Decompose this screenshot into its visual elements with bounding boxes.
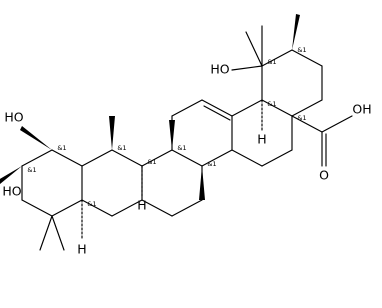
ring-a-left-bonds xyxy=(21,149,83,217)
atom-label-h-c5: H xyxy=(77,242,86,257)
stereo-label-c14: &1 xyxy=(207,160,216,168)
stereo-label-c20: &1 xyxy=(297,46,306,54)
atom-label-oh-c19: HO xyxy=(210,62,229,77)
stereo-label-c10: &1 xyxy=(117,144,126,152)
stereo-label-c17: &1 xyxy=(297,114,306,122)
atom-label-oh-c2: HO xyxy=(4,110,23,125)
carboxylic-acid-bonds xyxy=(291,115,353,167)
stereo-label-c2: &1 xyxy=(57,144,66,152)
atom-label-o-acid: O xyxy=(319,168,329,183)
atom-label-oh-acid: OH xyxy=(352,102,371,117)
atom-label-oh-c3: HO xyxy=(2,184,21,199)
ring-b-substituents xyxy=(141,120,175,197)
ring-c-bonds xyxy=(171,99,233,167)
stereo-label-c8: &1 xyxy=(177,144,186,152)
stereo-label-c9: &1 xyxy=(147,158,156,166)
ring-a-bonds xyxy=(81,149,143,217)
atom-label-h-c9: H xyxy=(137,198,146,213)
ring-e-bonds xyxy=(261,49,323,117)
hydroxyl-bonds xyxy=(0,126,52,184)
stereo-label-c19: &1 xyxy=(267,58,276,66)
gem-dimethyl-bonds xyxy=(39,199,83,251)
stereo-label-c3: &1 xyxy=(27,166,36,174)
ring-d-bonds xyxy=(231,99,293,167)
c10-methyl-bond xyxy=(109,116,115,150)
atom-label-h-c18: H xyxy=(257,132,266,147)
ring-e-substituents xyxy=(231,14,300,71)
stereo-label-c18: &1 xyxy=(267,100,276,108)
stereo-label-c5: &1 xyxy=(87,200,96,208)
